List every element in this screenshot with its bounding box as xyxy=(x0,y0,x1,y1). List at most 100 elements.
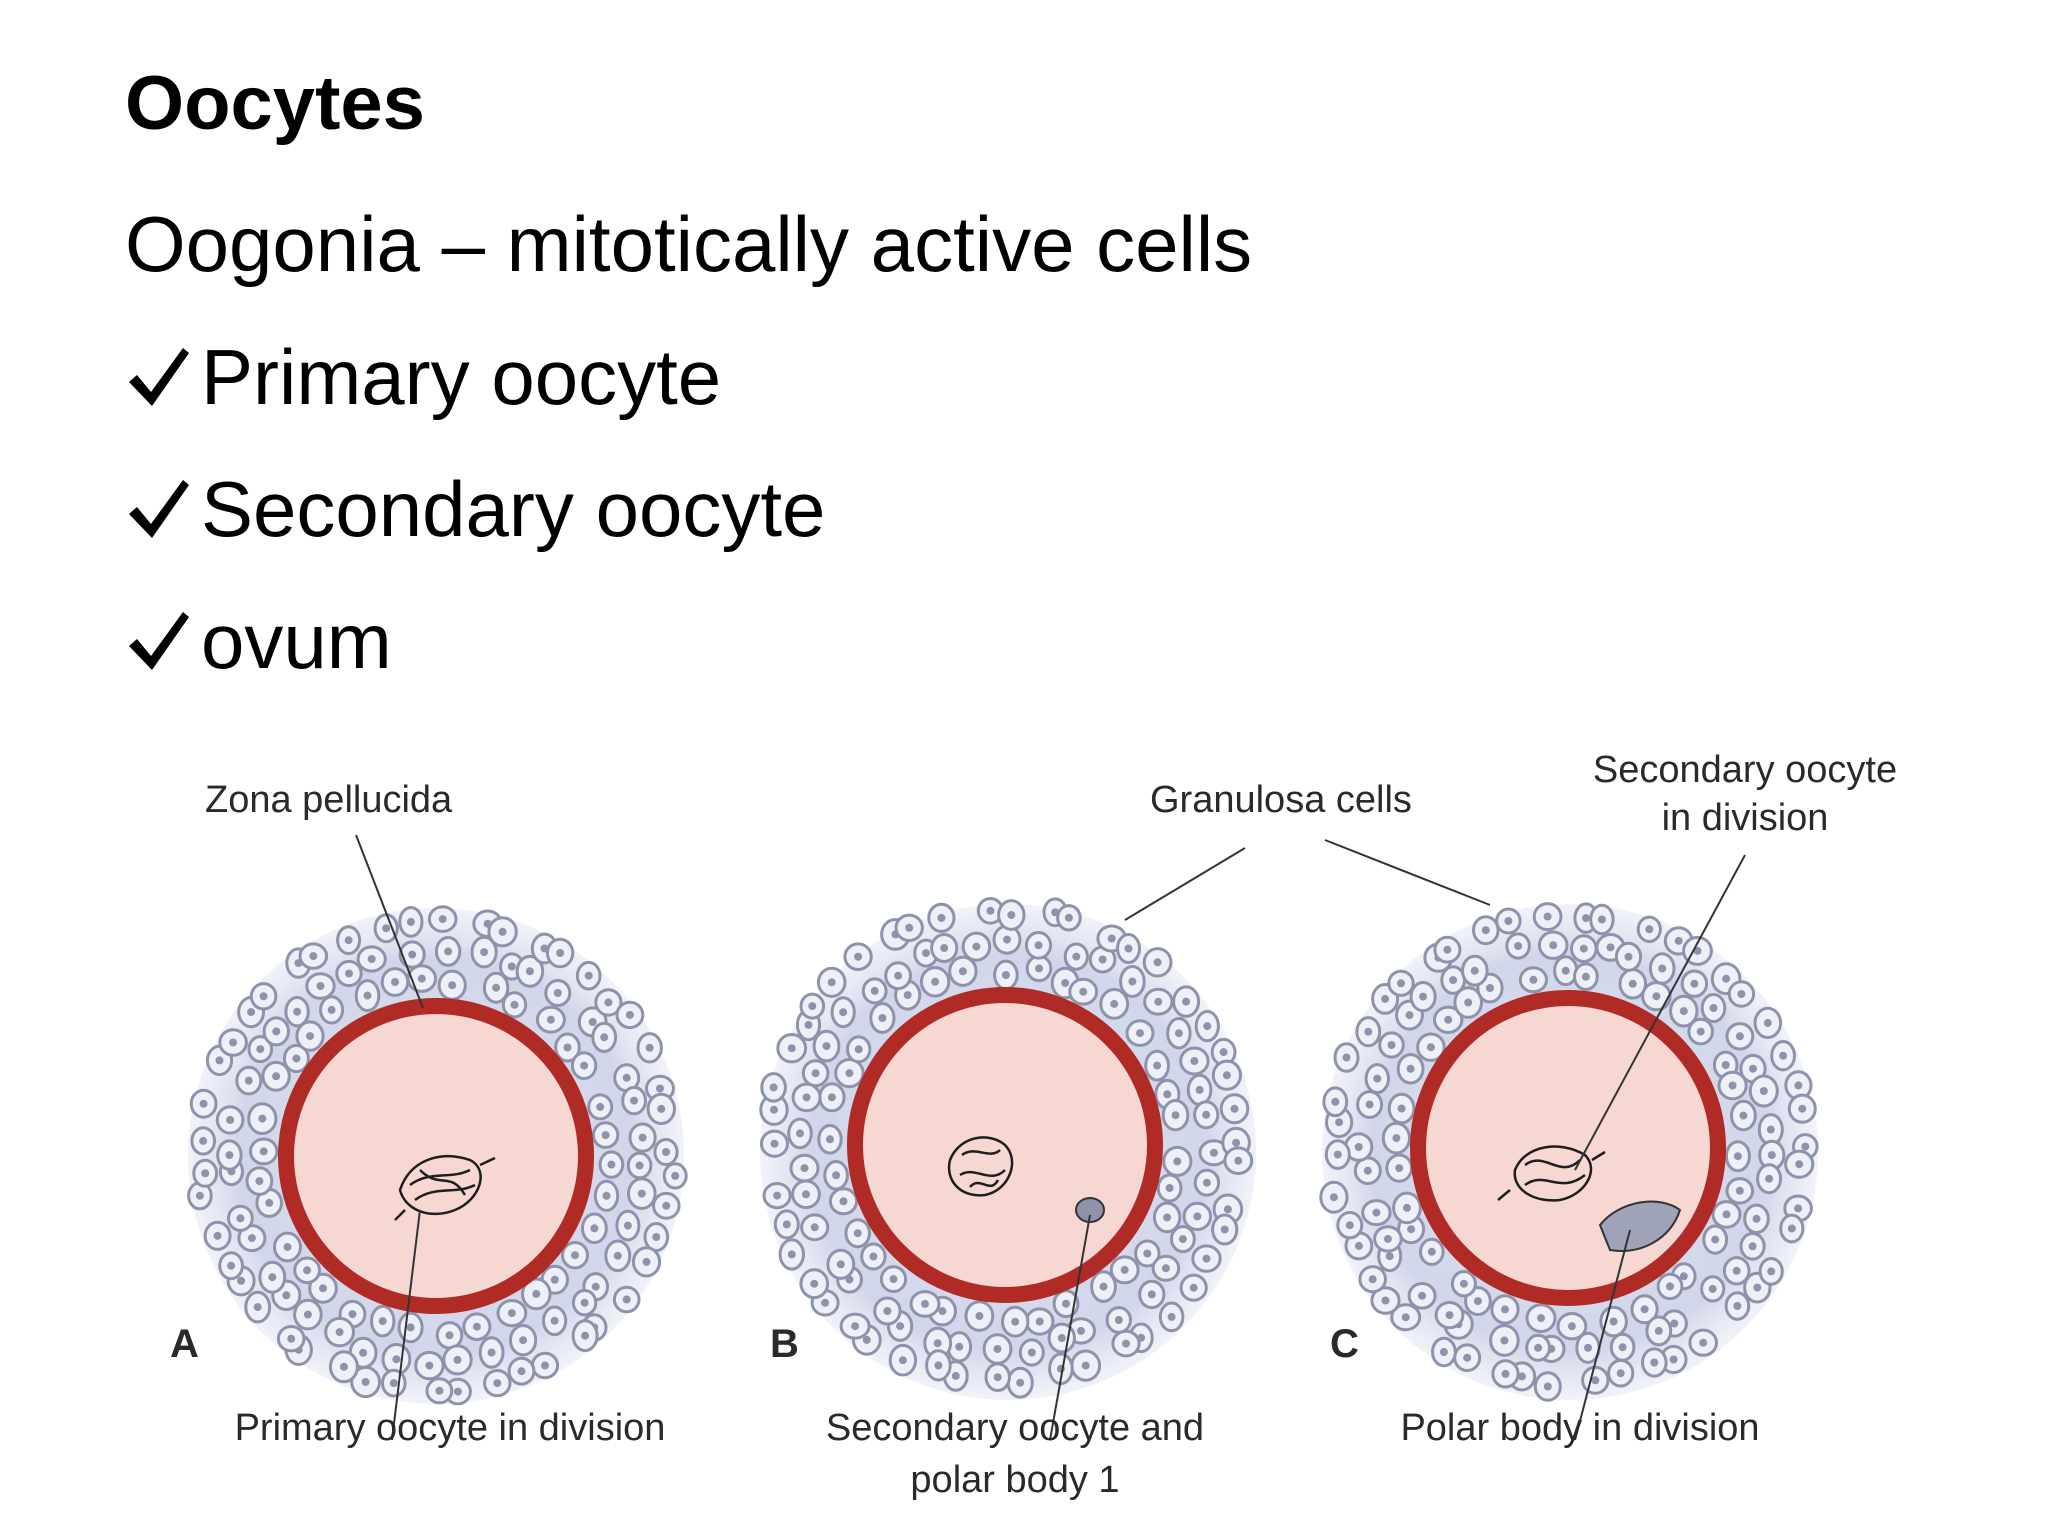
granulosa-nucleus xyxy=(975,1312,984,1320)
granulosa-nucleus xyxy=(382,924,391,933)
granulosa-nucleus xyxy=(821,1298,830,1307)
polar-in-division-label: Polar body in division xyxy=(1400,1407,1759,1449)
granulosa-nucleus xyxy=(287,1334,296,1343)
granulosa-nucleus xyxy=(938,1307,947,1316)
granulosa-nucleus xyxy=(1099,1282,1108,1291)
granulosa-nucleus xyxy=(1628,979,1637,988)
granulosa-nucleus xyxy=(1581,972,1590,981)
granulosa-nucleus xyxy=(282,1291,291,1300)
granulosa-nucleus xyxy=(1381,1296,1390,1305)
granulosa-nucleus xyxy=(827,1093,836,1102)
granulosa-nucleus xyxy=(851,1322,860,1331)
granulosa-nucleus xyxy=(622,1073,631,1082)
granulosa-nucleus xyxy=(1035,964,1043,973)
granulosa-nucleus xyxy=(1174,1029,1183,1038)
granulosa-nucleus xyxy=(622,1295,631,1304)
granulosa-nucleus xyxy=(550,1275,559,1284)
granulosa-nucleus xyxy=(1722,1210,1731,1219)
granulosa-nucleus xyxy=(898,1356,907,1365)
granulosa-nucleus xyxy=(1801,1142,1810,1151)
spindle-chromosomes xyxy=(1497,1145,1606,1202)
granulosa-nucleus xyxy=(1143,1249,1152,1258)
granulosa-nucleus xyxy=(1219,1048,1228,1057)
granulosa-nucleus xyxy=(894,971,903,980)
granulosa-nucleus xyxy=(827,978,836,987)
granulosa-nucleus xyxy=(1517,1372,1526,1381)
intro-line: Oogonia – mitotically active cells xyxy=(125,200,1253,288)
granulosa-nucleus xyxy=(625,1010,634,1019)
granulosa-nucleus xyxy=(1753,1283,1762,1292)
granulosa-nucleus xyxy=(922,949,930,958)
secondary-oocyte-leader xyxy=(1049,1214,1091,1441)
granulosa-nucleus xyxy=(1193,1212,1202,1221)
granulosa-nucleus xyxy=(1543,1382,1552,1391)
granulosa-nucleus xyxy=(607,1160,616,1169)
granulosa-nucleus xyxy=(1364,1027,1373,1036)
granulosa-nucleus xyxy=(1395,1164,1404,1173)
primary-in-division-label: Primary oocyte in division xyxy=(235,1407,666,1449)
granulosa-nucleus xyxy=(272,1072,281,1081)
granulosa-nucleus xyxy=(1537,1314,1545,1323)
granulosa-nucleus xyxy=(327,1005,336,1014)
granulosa-nucleus xyxy=(931,977,940,986)
granulosa-nucleus xyxy=(811,1069,820,1078)
polar-body-1 xyxy=(1075,1197,1105,1223)
granulosa-nucleus xyxy=(1202,1254,1211,1263)
panel-c xyxy=(1319,854,1819,1441)
granulosa-nucleus xyxy=(1136,1029,1144,1038)
granulosa-nucleus xyxy=(392,1355,401,1364)
granulosa-nucleus xyxy=(993,1345,1002,1353)
granulosa-nucleus xyxy=(1419,992,1428,1001)
granulosa-nucleus xyxy=(256,1045,265,1054)
granulosa-nucleus xyxy=(638,1133,647,1142)
granulosa-nucleus xyxy=(1392,1134,1401,1143)
granulosa-nucleus xyxy=(258,1114,267,1123)
granulosa-nucleus xyxy=(563,1043,572,1052)
granulosa-nucleus xyxy=(839,1197,848,1206)
granulosa-nucleus xyxy=(226,1115,235,1124)
granulosa-nucleus xyxy=(1711,1235,1720,1244)
granulosa-nucleus xyxy=(878,1014,887,1022)
zona-pellucida-leader xyxy=(355,834,424,1009)
granulosa-nucleus xyxy=(546,1015,555,1024)
panel-a xyxy=(187,834,688,1441)
granulosa-nucleus xyxy=(1232,1138,1241,1147)
granulosa-nucleus xyxy=(259,1147,268,1156)
granulosa-nucleus xyxy=(1591,1376,1600,1385)
granulosa-nucleus xyxy=(525,967,534,976)
granulosa-nucleus xyxy=(1444,1015,1453,1024)
granulosa-nucleus xyxy=(1182,997,1191,1006)
granulosa-nucleus xyxy=(453,1355,462,1364)
granulosa-cells-label: Granulosa cells xyxy=(1150,779,1412,821)
granulosa-nucleus xyxy=(1081,1361,1090,1370)
granulosa-nucleus xyxy=(832,1171,841,1180)
granulosa-nucleus xyxy=(1178,1235,1187,1244)
granulosa-nucleus xyxy=(229,1038,238,1047)
granulosa-nucleus xyxy=(1514,942,1523,950)
granulosa-nucleus xyxy=(1034,941,1043,950)
granulosa-nucleus xyxy=(335,1328,344,1337)
granulosa-nucleus xyxy=(1405,1011,1414,1020)
granulosa-nucleus xyxy=(1035,1317,1044,1326)
granulosa-nucleus xyxy=(1403,1203,1411,1212)
granulosa-nucleus xyxy=(1335,1118,1344,1127)
granulosa-nucleus xyxy=(283,1243,292,1251)
primary-oocyte-leader xyxy=(391,1209,421,1441)
bullet-label: Primary oocyte xyxy=(201,333,722,421)
granulosa-nucleus xyxy=(921,1299,929,1308)
granulosa-nucleus xyxy=(1709,1004,1718,1012)
granulosa-nucleus xyxy=(1153,1061,1162,1070)
slide-title: Oocytes xyxy=(125,61,425,146)
granulosa-nucleus xyxy=(363,991,372,1000)
granulosa-nucleus xyxy=(406,1323,415,1332)
granulosa-nucleus xyxy=(1122,1339,1130,1348)
granulosa-nucleus xyxy=(1470,966,1479,975)
granulosa-nucleus xyxy=(810,1279,819,1288)
granulosa-nucleus xyxy=(1165,1184,1174,1192)
granulosa-nucleus xyxy=(303,1266,312,1275)
granulosa-nucleus xyxy=(1342,1053,1351,1062)
granulosa-nucleus xyxy=(1733,1302,1742,1310)
granulosa-nucleus xyxy=(1579,944,1588,953)
granulosa-nucleus xyxy=(1363,1166,1372,1175)
granulosa-nucleus xyxy=(1728,1081,1737,1090)
